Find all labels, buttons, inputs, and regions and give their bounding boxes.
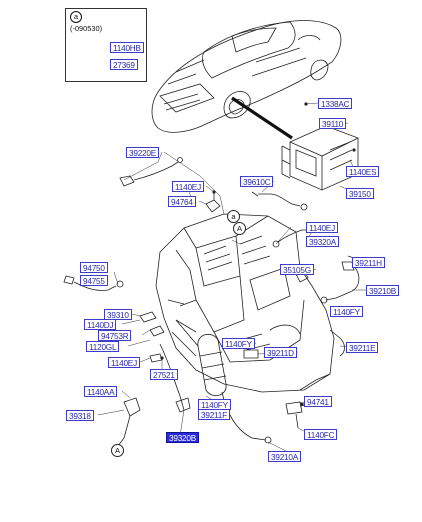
engine-block — [155, 213, 335, 393]
part-label-39220E[interactable]: 39220E — [126, 147, 160, 158]
part-label-27521[interactable]: 27521 — [150, 369, 178, 380]
part-label-1140DJ[interactable]: 1140DJ — [84, 319, 117, 330]
part-label-94764[interactable]: 94764 — [168, 196, 196, 207]
part-label-39211F[interactable]: 39211F — [198, 409, 230, 420]
part-label-27369[interactable]: 27369 — [110, 59, 138, 70]
part-label-94755[interactable]: 94755 — [80, 275, 108, 286]
part-label-1140EJ-right[interactable]: 1140EJ — [306, 222, 338, 233]
part-label-39210A[interactable]: 39210A — [268, 451, 302, 462]
part-label-39211D[interactable]: 39211D — [264, 347, 297, 358]
callout-a: a — [227, 210, 240, 223]
callout-A-bottom: A — [111, 444, 124, 457]
part-label-1120GL[interactable]: 1120GL — [86, 341, 120, 352]
part-label-39110[interactable]: 39110 — [319, 118, 347, 129]
part-label-39320A[interactable]: 39320A — [306, 236, 340, 247]
part-label-94753R[interactable]: 94753R — [98, 330, 132, 341]
part-label-1140FY-center[interactable]: 1140FY — [222, 338, 255, 349]
part-label-1140AA[interactable]: 1140AA — [84, 386, 118, 397]
callout-A-top: A — [233, 222, 246, 235]
part-label-94741[interactable]: 94741 — [304, 396, 332, 407]
part-label-39310[interactable]: 39310 — [104, 309, 132, 320]
part-label-39318[interactable]: 39318 — [66, 410, 94, 421]
part-label-39320B-selected[interactable]: 39320B — [166, 432, 200, 443]
part-label-1338AC[interactable]: 1338AC — [318, 98, 353, 109]
part-label-1140ES[interactable]: 1140ES — [346, 166, 380, 177]
part-label-1140EJ-upper[interactable]: 1140EJ — [172, 181, 204, 192]
catalytic-converter — [171, 319, 227, 397]
part-label-1140HB[interactable]: 1140HB — [110, 42, 144, 53]
ecu-unit — [281, 125, 359, 191]
car-illustration — [151, 20, 342, 133]
inset-marker: a — [70, 11, 82, 23]
part-label-1140FC[interactable]: 1140FC — [304, 429, 338, 440]
part-label-39150[interactable]: 39150 — [346, 188, 374, 199]
part-label-35105G[interactable]: 35105G — [280, 264, 314, 275]
part-label-1140FY-right[interactable]: 1140FY — [330, 306, 363, 317]
inset-date-note: (-090530) — [70, 24, 103, 33]
part-label-39211H[interactable]: 39211H — [352, 257, 385, 268]
part-label-1140EJ-lower[interactable]: 1140EJ — [108, 357, 140, 368]
part-label-94750[interactable]: 94750 — [80, 262, 108, 273]
part-label-39210B[interactable]: 39210B — [366, 285, 400, 296]
part-label-39610C[interactable]: 39610C — [240, 176, 274, 187]
part-label-39211E[interactable]: 39211E — [346, 342, 379, 353]
